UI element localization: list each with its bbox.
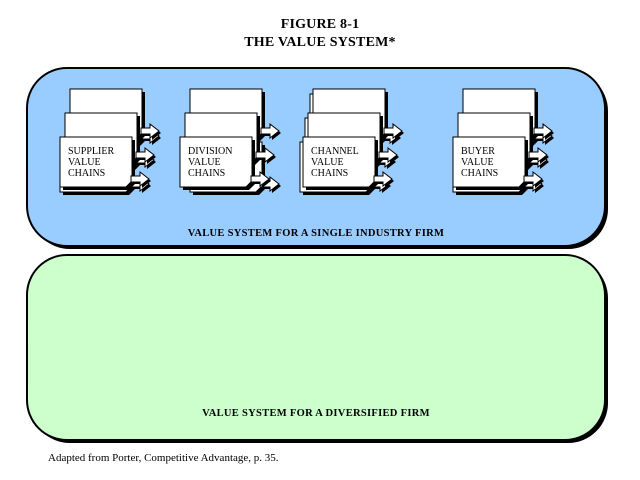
chain-label-line: VALUE: [68, 157, 101, 168]
front-chain-box-arrow: [523, 170, 543, 188]
back-chain-box-arrow: [533, 122, 553, 140]
chain-label-line: VALUE: [461, 157, 494, 168]
front-chain-box: [59, 136, 133, 188]
front-chain-box-arrow: [250, 170, 270, 188]
front-chain-box-arrow: [130, 170, 150, 188]
back-chain-box-arrow: [260, 122, 280, 140]
panel-caption: VALUE SYSTEM FOR A SINGLE INDUSTRY FIRM: [188, 228, 444, 239]
back-chain-box-arrow: [383, 122, 403, 140]
chain-label-line: VALUE: [188, 157, 221, 168]
figure-title: THE VALUE SYSTEM*: [244, 35, 396, 50]
chain-label-line: CHAINS: [188, 168, 225, 179]
chain-label-line: VALUE: [311, 157, 344, 168]
chain-label-line: DIVISION: [188, 146, 232, 157]
front-chain-box: [452, 136, 526, 188]
chain-label-line: CHANNEL: [311, 146, 359, 157]
front-chain-box-arrow: [373, 170, 393, 188]
chain-label-line: BUYER: [461, 146, 495, 157]
chain-label-line: CHAINS: [461, 168, 498, 179]
chain-label-line: CHAINS: [68, 168, 105, 179]
chain-label-line: CHAINS: [311, 168, 348, 179]
figure-number: FIGURE 8-1: [280, 17, 360, 32]
chain-label-line: SUPPLIER: [68, 146, 114, 157]
front-chain-box: [179, 136, 253, 188]
middle-chain-box-arrow: [378, 146, 398, 164]
panel-caption: VALUE SYSTEM FOR A DIVERSIFIED FIRM: [202, 408, 430, 419]
back-chain-box-arrow: [140, 122, 160, 140]
middle-chain-box-arrow: [255, 146, 275, 164]
panel-background: [26, 254, 606, 441]
front-chain-box: [302, 136, 376, 188]
middle-chain-box-arrow: [135, 146, 155, 164]
middle-chain-box-arrow: [528, 146, 548, 164]
source-footnote: Adapted from Porter, Competitive Advanta…: [48, 452, 279, 464]
